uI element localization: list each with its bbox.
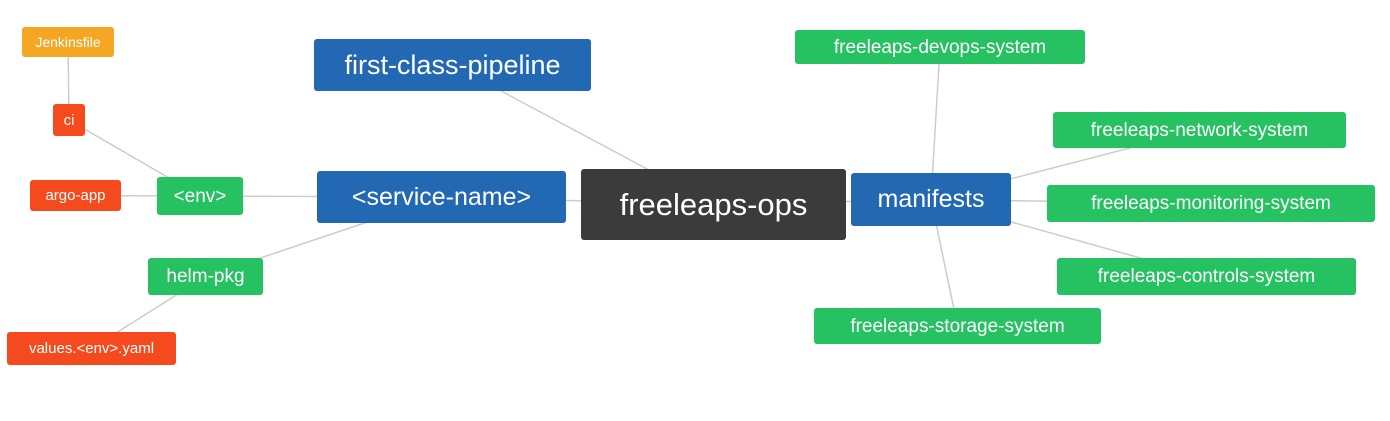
node-manifests[interactable]: manifests (851, 173, 1011, 226)
node-helm-pkg[interactable]: helm-pkg (148, 258, 263, 295)
node-ci[interactable]: ci (53, 104, 85, 136)
node-first-class-pipeline[interactable]: first-class-pipeline (314, 39, 591, 91)
node-freeleaps-network-system[interactable]: freeleaps-network-system (1053, 112, 1346, 148)
node-jenkinsfile[interactable]: Jenkinsfile (22, 27, 114, 57)
node-service-name[interactable]: <service-name> (317, 171, 566, 223)
node-argo-app[interactable]: argo-app (30, 180, 121, 211)
node-values-env-yaml[interactable]: values.<env>.yaml (7, 332, 176, 365)
node-env[interactable]: <env> (157, 177, 243, 215)
node-freeleaps-monitoring-system[interactable]: freeleaps-monitoring-system (1047, 185, 1375, 222)
node-freeleaps-controls-system[interactable]: freeleaps-controls-system (1057, 258, 1356, 295)
node-freeleaps-ops[interactable]: freeleaps-ops (581, 169, 846, 240)
node-freeleaps-devops-system[interactable]: freeleaps-devops-system (795, 30, 1085, 64)
node-freeleaps-storage-system[interactable]: freeleaps-storage-system (814, 308, 1101, 344)
